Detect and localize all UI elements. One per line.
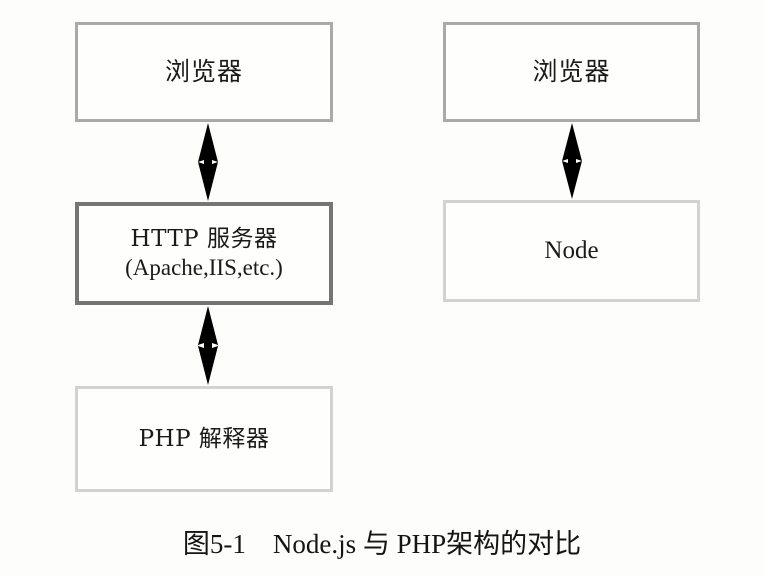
box-node-runtime: Node — [443, 200, 700, 302]
box-http-server: HTTP 服务器 (Apache,IIS,etc.) — [75, 202, 333, 305]
box-node-browser-label: 浏览器 — [532, 57, 611, 87]
connector-browser-to-http-server — [193, 122, 223, 202]
double-headed-arrow-icon — [562, 123, 582, 199]
box-http-server-sublabel: (Apache,IIS,etc.) — [125, 254, 283, 280]
double-headed-arrow-icon — [198, 123, 218, 201]
box-php-browser: 浏览器 — [75, 22, 333, 122]
figure-caption: 图5-1 Node.js 与 PHP架构的对比 — [182, 529, 582, 559]
box-node-browser: 浏览器 — [443, 22, 700, 122]
box-php-browser-label: 浏览器 — [164, 57, 243, 87]
box-http-server-label: HTTP 服务器 — [130, 225, 278, 252]
box-php-interpreter: PHP 解释器 — [75, 386, 333, 492]
connector-browser-to-node — [557, 122, 587, 200]
connector-http-server-to-php-interpreter — [193, 305, 223, 386]
box-node-runtime-label: Node — [544, 237, 599, 265]
double-headed-arrow-icon — [198, 306, 218, 385]
box-php-interpreter-label: PHP 解释器 — [138, 425, 270, 452]
